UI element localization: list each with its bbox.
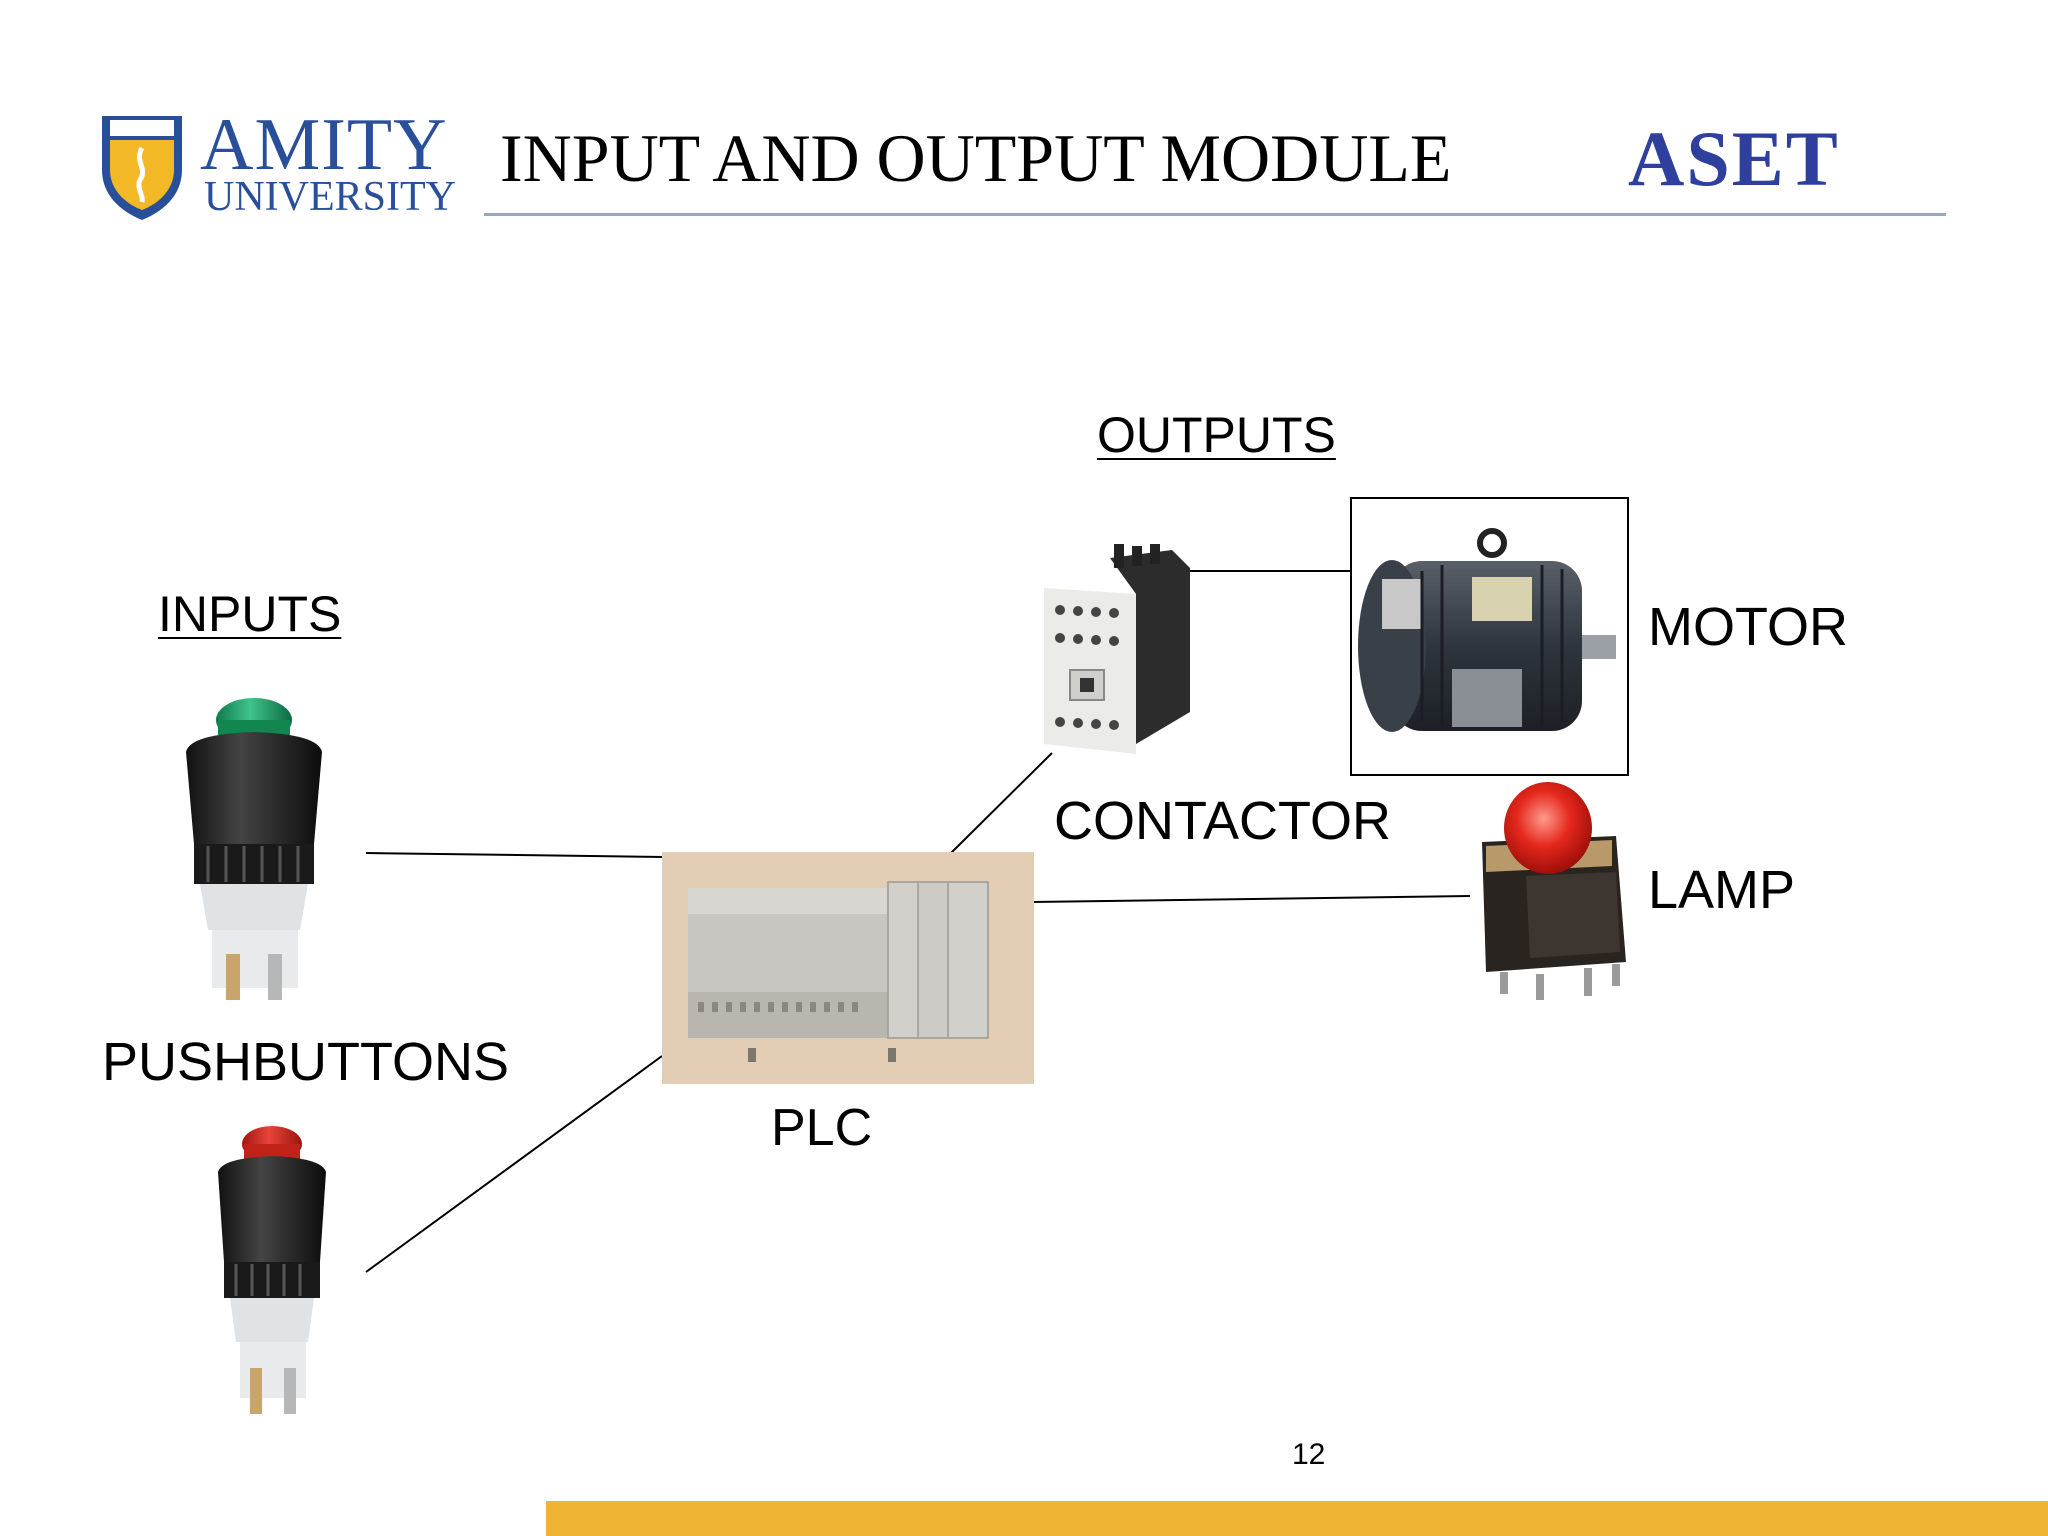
outputs-heading: OUTPUTS	[1097, 407, 1336, 463]
page-number: 12	[1292, 1438, 1326, 1471]
plc-label: PLC	[771, 1099, 873, 1157]
inputs-heading: INPUTS	[158, 586, 342, 642]
contactor-label: CONTACTOR	[1054, 791, 1391, 851]
lamp-indicator-icon	[1482, 782, 1626, 1000]
line-plc-to-contactor	[950, 752, 1053, 854]
logo-main-text: AMITY	[200, 104, 448, 186]
slide-title: INPUT AND OUTPUT MODULE	[500, 120, 1452, 196]
green-pushbutton-icon	[186, 698, 322, 1000]
line-plc-to-lamp	[1031, 895, 1471, 903]
logo-sub-text: UNIVERSITY	[204, 174, 456, 220]
pushbuttons-label: PUSHBUTTONS	[102, 1032, 510, 1092]
motor-label: MOTOR	[1648, 597, 1848, 657]
amity-shield-icon	[102, 116, 182, 220]
contactor-device-icon	[1044, 544, 1190, 754]
plc-device-icon	[662, 852, 1034, 1084]
red-pushbutton-icon	[218, 1126, 326, 1414]
motor-frame	[1350, 497, 1629, 776]
footer-accent-bar	[546, 1501, 2048, 1536]
header-divider	[484, 213, 1946, 216]
line-green-button-to-plc	[365, 852, 665, 858]
line-red-button-to-plc	[365, 1055, 663, 1273]
aset-logo: ASET	[1628, 115, 1840, 202]
lamp-label: LAMP	[1648, 860, 1796, 920]
motor-icon	[1358, 528, 1616, 732]
amity-university-logo: AMITY UNIVERSITY	[96, 104, 456, 224]
